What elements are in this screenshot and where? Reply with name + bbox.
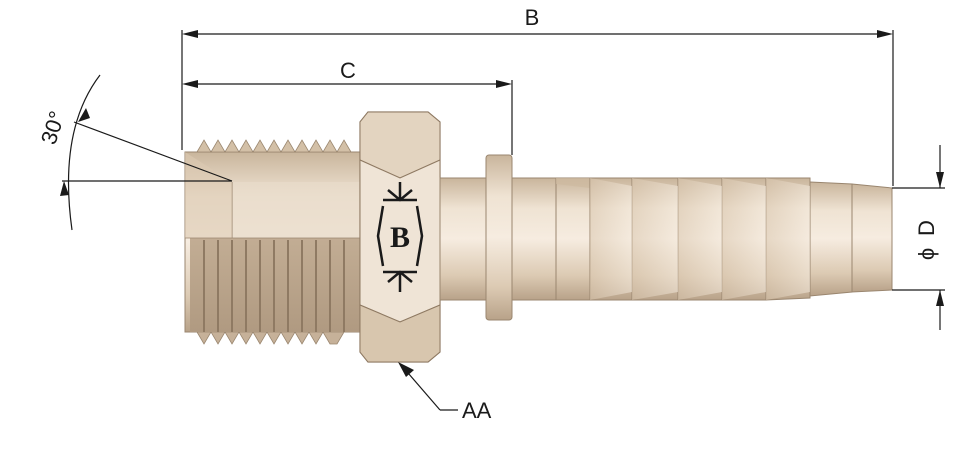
bottom-thread-teeth (196, 331, 351, 345)
thread-grooves (203, 240, 345, 332)
dimension-aa-label: AA (462, 398, 492, 423)
dimension-b (181, 30, 894, 186)
diameter-symbol: ϕ (914, 248, 939, 260)
dimension-aa (398, 362, 458, 411)
dimension-d-label: D (914, 220, 939, 236)
barb-tip (851, 183, 893, 293)
pipe-thread (184, 139, 361, 345)
top-thread-teeth (196, 139, 352, 153)
logo-letter: B (390, 221, 410, 254)
barb-7 (809, 181, 853, 297)
hex-nut: B (359, 111, 441, 363)
angle-label: 30° (36, 108, 70, 147)
brand-logo: B (376, 182, 424, 292)
collar (485, 154, 513, 321)
hex-bottom-face (359, 304, 441, 363)
shank (439, 154, 557, 321)
dimension-b-label: B (525, 5, 540, 30)
angle-30 (60, 74, 233, 231)
hose-barbs (555, 177, 893, 301)
dimension-c (182, 80, 513, 155)
barb-1 (555, 177, 591, 301)
dimension-d (892, 145, 945, 330)
dimension-c-label: C (340, 58, 356, 83)
